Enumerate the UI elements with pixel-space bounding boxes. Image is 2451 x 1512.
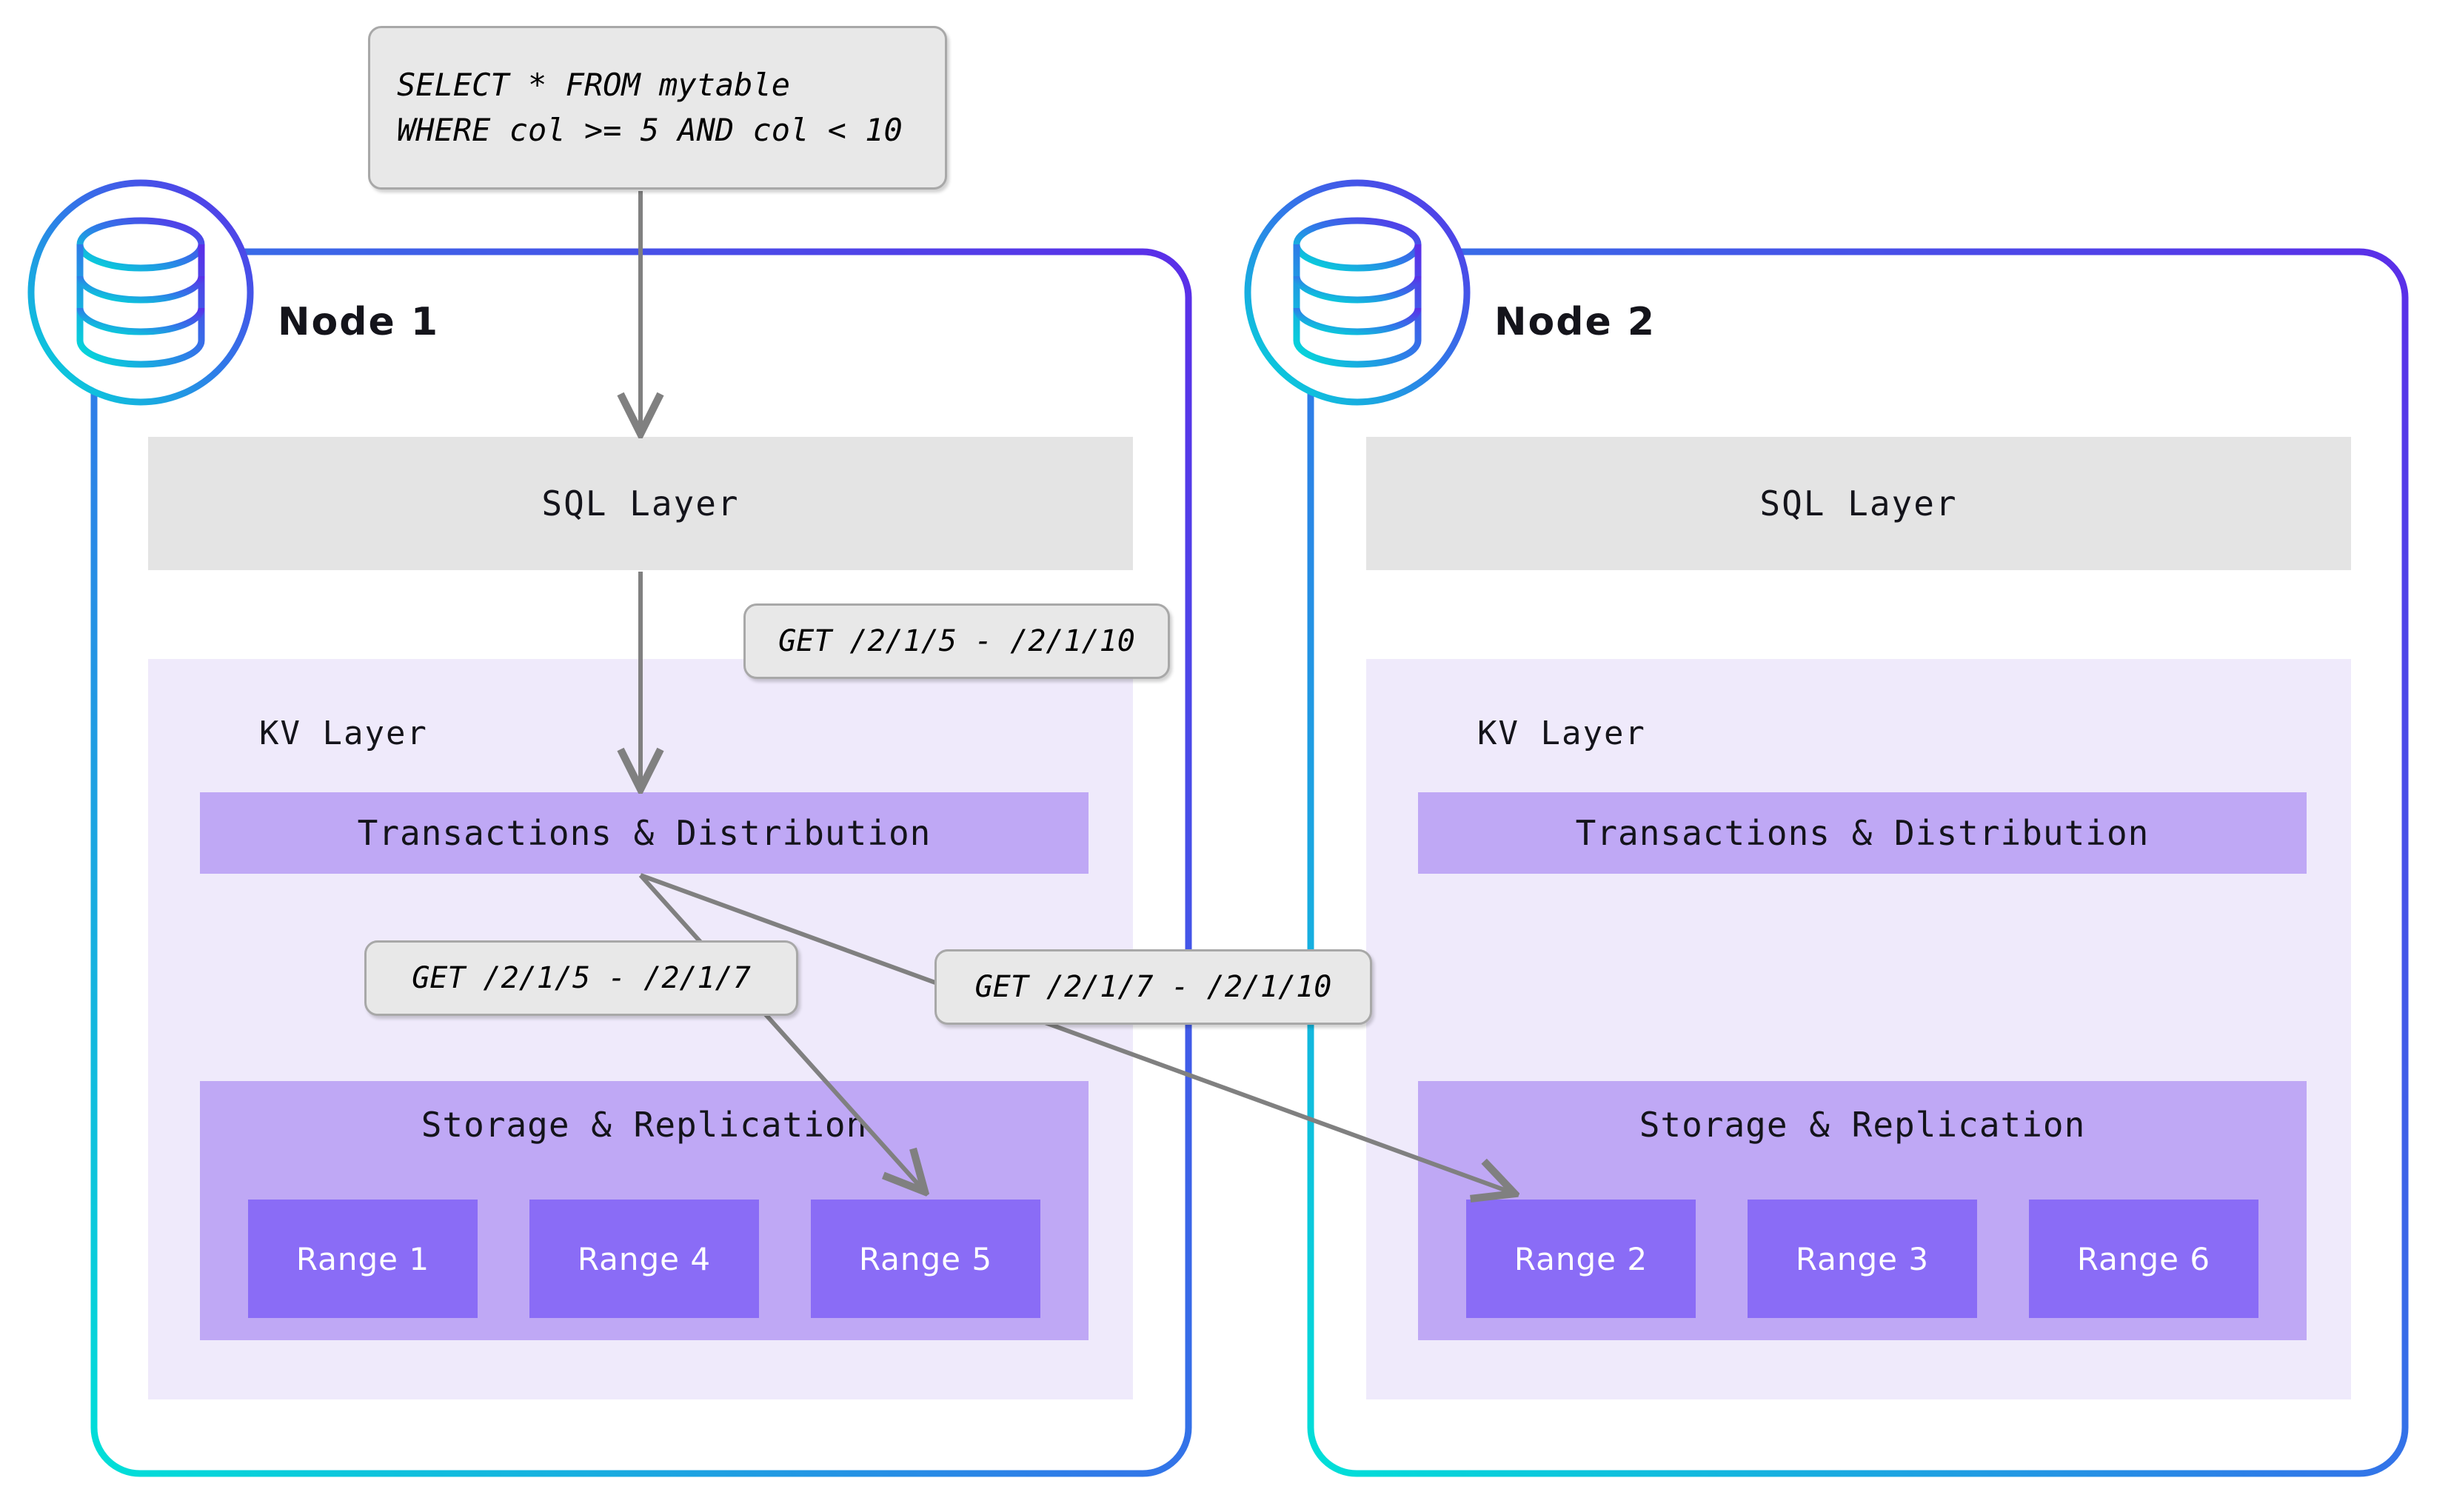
callout-get-full-range: GET /2/1/5 - /2/1/10 xyxy=(743,603,1170,679)
sql-query-line-2: WHERE col >= 5 AND col < 10 xyxy=(397,111,903,148)
node-1-transactions-distribution-label: Transactions & Distribution xyxy=(357,813,932,853)
node-2-range-box-3[interactable]: Range 6 xyxy=(2029,1200,2258,1318)
database-icon xyxy=(76,217,205,368)
node-1-sql-layer-label: SQL Layer xyxy=(541,484,740,523)
callout-get-left-range: GET /2/1/5 - /2/1/7 xyxy=(364,940,798,1016)
node-2-range-box-2[interactable]: Range 3 xyxy=(1748,1200,1977,1318)
node-1-transactions-distribution: Transactions & Distribution xyxy=(200,792,1089,874)
node-2-transactions-distribution-label: Transactions & Distribution xyxy=(1575,813,2150,853)
node-2-title: Node 2 xyxy=(1494,300,1656,344)
range-label: Range 6 xyxy=(2076,1240,2211,1277)
node-2-storage-replication: Storage & Replication Range 2 Range 3 Ra… xyxy=(1418,1081,2307,1340)
node-1-storage-replication-label: Storage & Replication xyxy=(421,1105,868,1145)
node-2-transactions-distribution: Transactions & Distribution xyxy=(1418,792,2307,874)
range-label: Range 1 xyxy=(295,1240,430,1277)
node-2-kv-layer-label: KV Layer xyxy=(1477,715,1646,752)
node-1-kv-layer-label: KV Layer xyxy=(259,715,428,752)
node-1-range-box-1[interactable]: Range 1 xyxy=(248,1200,478,1318)
node-1-title: Node 1 xyxy=(278,300,440,344)
node-2-sql-layer-label: SQL Layer xyxy=(1759,484,1958,523)
range-label: Range 2 xyxy=(1514,1240,1648,1277)
node-1-storage-replication: Storage & Replication Range 1 Range 4 Ra… xyxy=(200,1081,1089,1340)
node-1-range-box-2[interactable]: Range 4 xyxy=(529,1200,759,1318)
node-1-kv-panel: KV Layer Transactions & Distribution Sto… xyxy=(148,659,1133,1399)
node-2-sql-layer: SQL Layer xyxy=(1366,437,2351,570)
callout-get-full-range-text: GET /2/1/5 - /2/1/10 xyxy=(778,624,1135,658)
callout-get-right-range-text: GET /2/1/7 - /2/1/10 xyxy=(974,970,1332,1004)
node-2-kv-panel: KV Layer Transactions & Distribution Sto… xyxy=(1366,659,2351,1399)
range-label: Range 4 xyxy=(577,1240,712,1277)
callout-get-left-range-text: GET /2/1/5 - /2/1/7 xyxy=(412,961,751,995)
database-icon xyxy=(1293,217,1422,368)
node-1-badge-circle xyxy=(27,179,254,406)
callout-get-right-range: GET /2/1/7 - /2/1/10 xyxy=(934,949,1372,1025)
range-label: Range 5 xyxy=(858,1240,993,1277)
node-2-storage-replication-label: Storage & Replication xyxy=(1639,1105,2086,1145)
sql-query-line-1: SELECT * FROM mytable xyxy=(397,66,791,103)
node-2-range-box-1[interactable]: Range 2 xyxy=(1466,1200,1696,1318)
node-1-sql-layer: SQL Layer xyxy=(148,437,1133,570)
range-label: Range 3 xyxy=(1795,1240,1930,1277)
node-1-range-box-3[interactable]: Range 5 xyxy=(811,1200,1040,1318)
node-2-badge-circle xyxy=(1244,179,1471,406)
